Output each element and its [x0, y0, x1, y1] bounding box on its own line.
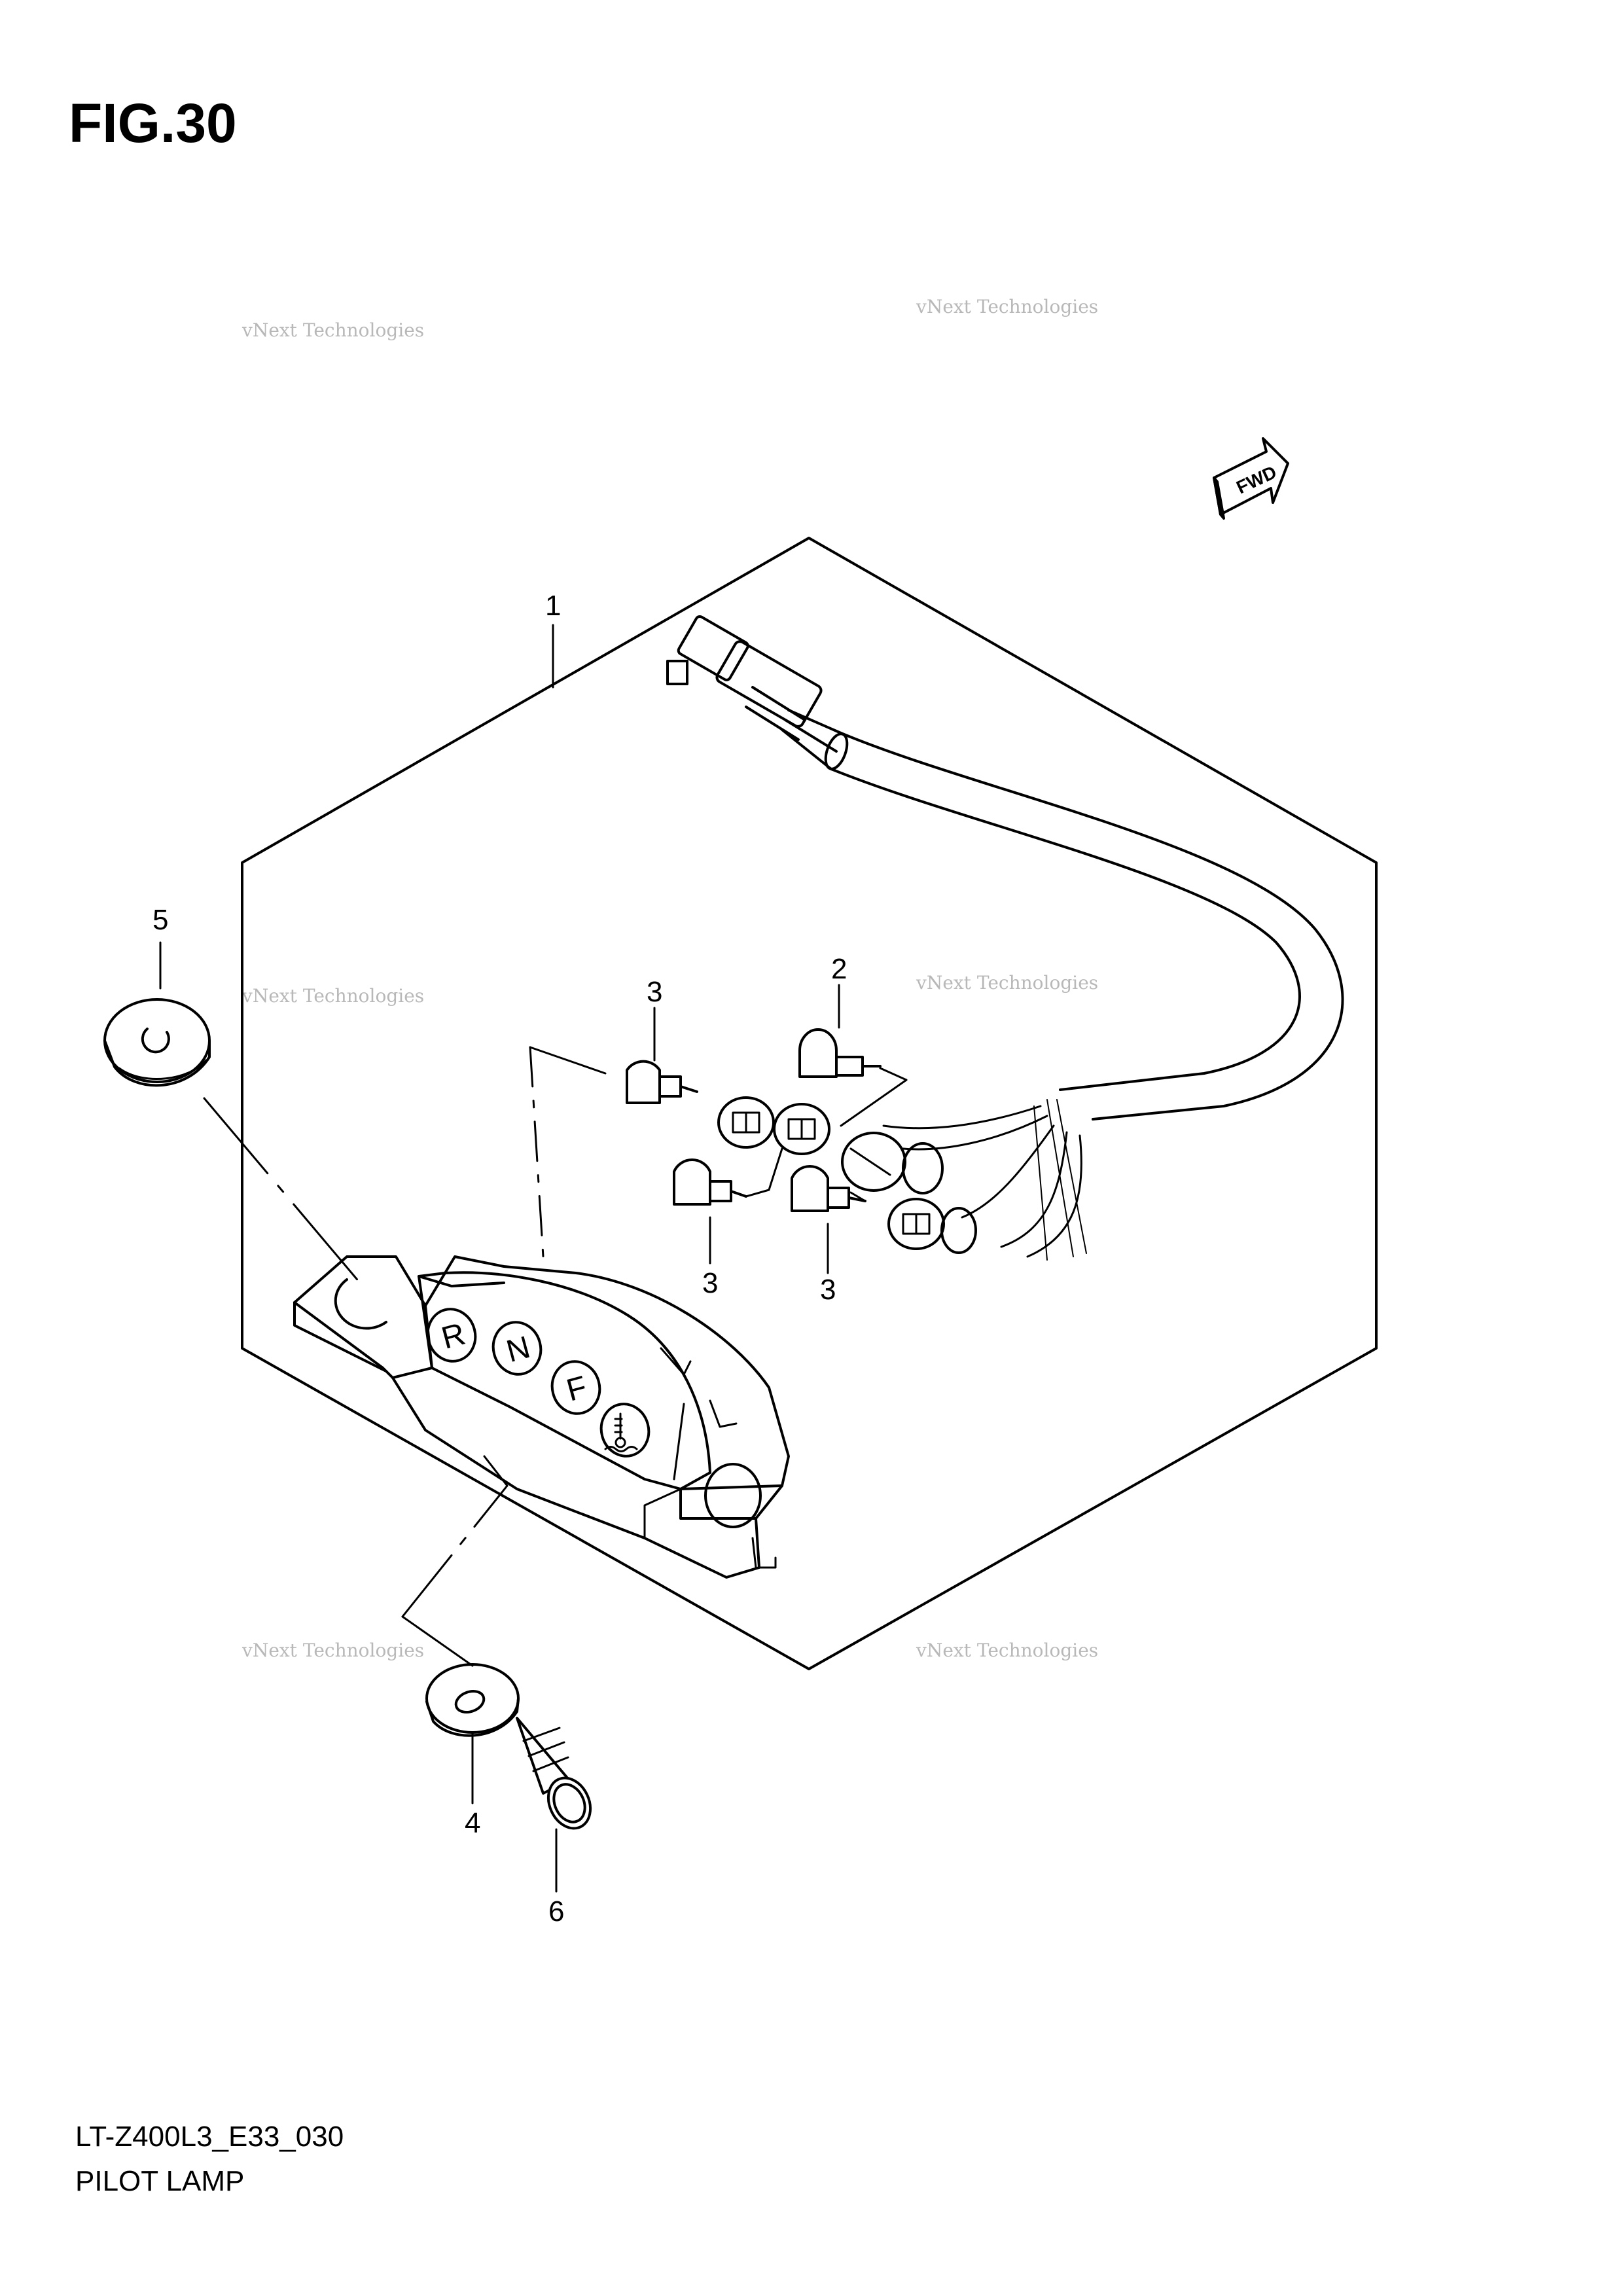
fwd-arrow-icon	[1213, 437, 1289, 520]
indicator-window-temp	[599, 1403, 651, 1458]
callout-5: 5	[152, 904, 168, 936]
bulb-socket	[841, 1132, 944, 1194]
bulb-socket	[887, 1198, 977, 1254]
callout-1: 1	[545, 590, 561, 622]
indicator-window-n	[491, 1321, 543, 1376]
callout-3-right: 3	[820, 1274, 836, 1306]
callout-3-left-upper: 3	[647, 976, 662, 1008]
bulb-icon	[673, 1158, 747, 1206]
callout-6: 6	[548, 1895, 564, 1928]
indicator-window-f	[550, 1360, 601, 1415]
assembly-hexagon	[241, 537, 1378, 1670]
bulb-icon	[791, 1164, 866, 1212]
callout-2: 2	[831, 953, 847, 985]
bulb-socket	[773, 1103, 830, 1155]
screw	[516, 1717, 592, 1830]
bulb-icon	[798, 1028, 882, 1078]
temperature-warning-icon	[604, 1412, 638, 1452]
washer	[425, 1663, 520, 1737]
grommet	[103, 998, 211, 1087]
figure-title: FIG.30	[69, 92, 237, 154]
callout-3-left-lower: 3	[702, 1267, 718, 1299]
bulb-socket	[717, 1096, 775, 1149]
drawing-code: LT-Z400L3_E33_030	[75, 2121, 344, 2153]
drawing-name: PILOT LAMP	[75, 2165, 245, 2197]
pilot-lamp-housing	[293, 1255, 790, 1579]
wire-harness	[781, 709, 1344, 1261]
wire-connector	[666, 615, 823, 741]
callout-4: 4	[465, 1807, 480, 1839]
bulb-icon	[626, 1060, 698, 1104]
indicator-window-r	[426, 1308, 477, 1363]
